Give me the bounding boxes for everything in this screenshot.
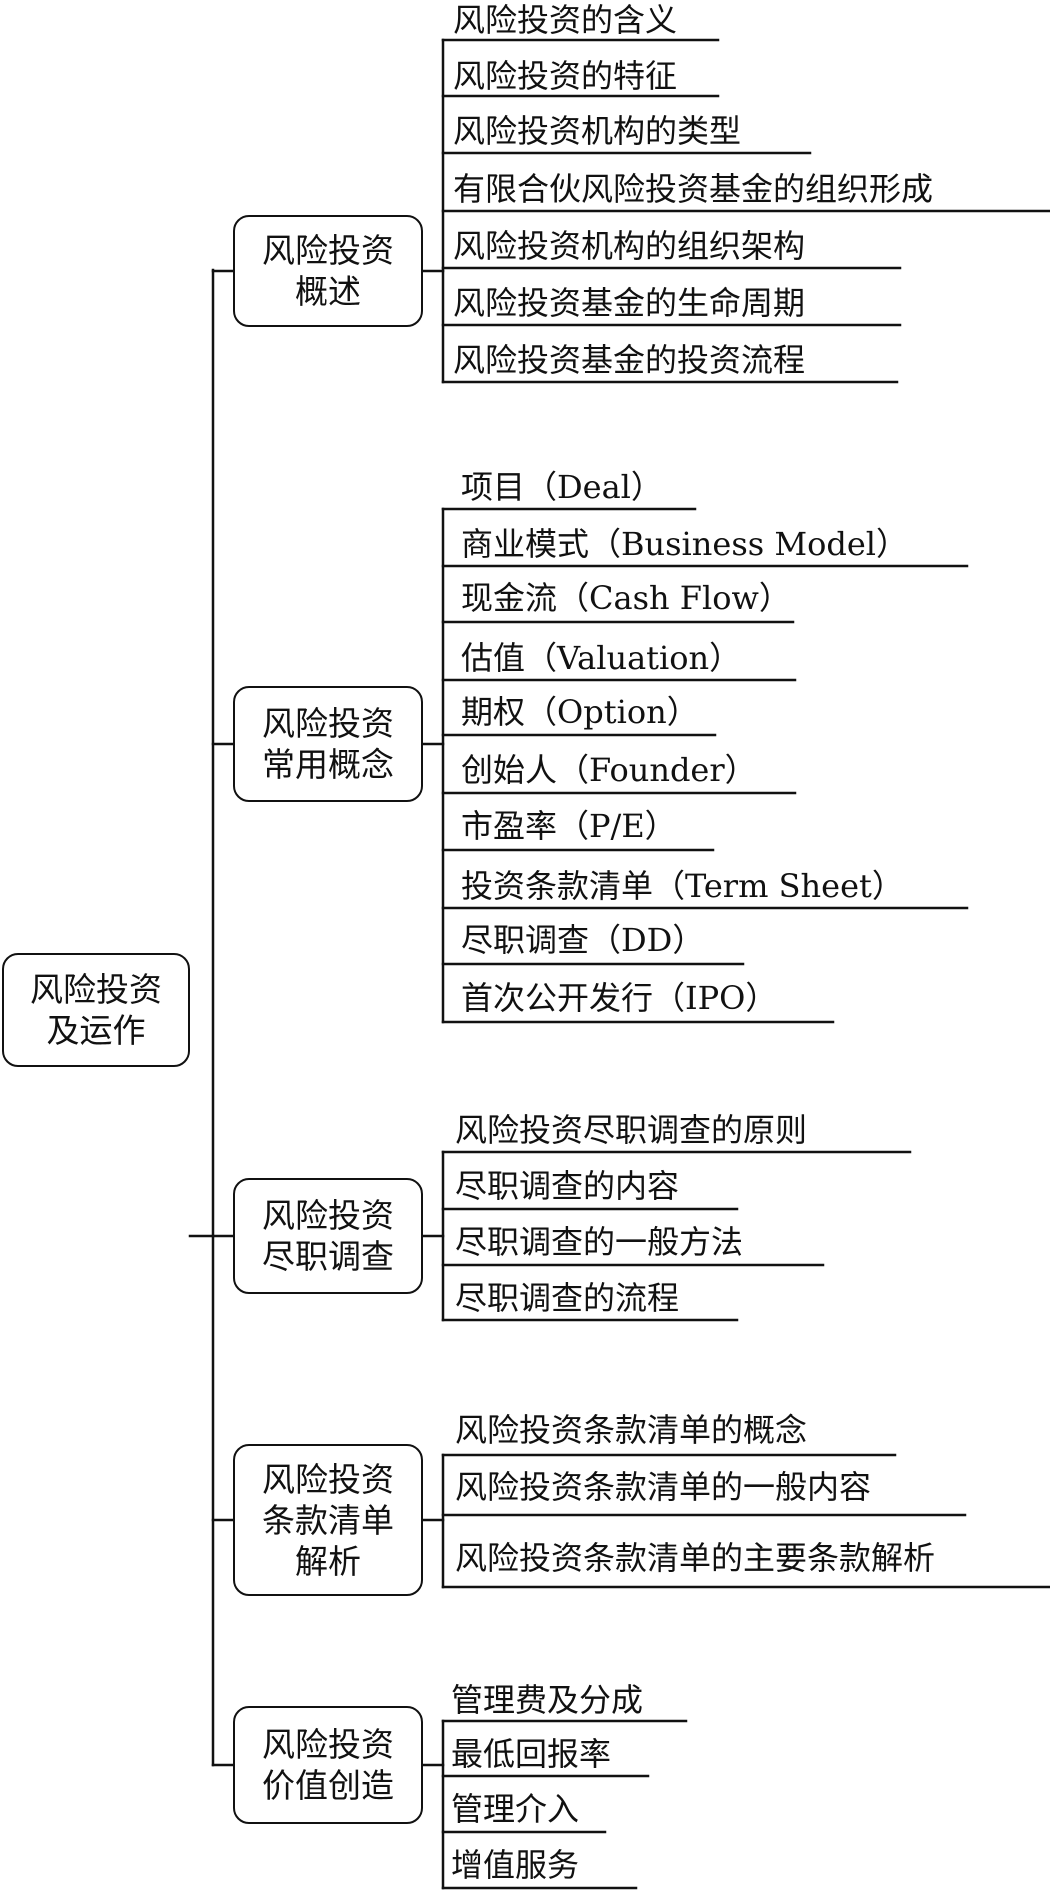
branch-label-line: 风险投资 [262,231,394,270]
branch-label-line: 尽职调查 [262,1237,394,1276]
leaf-item: 现金流（Cash Flow） [461,579,791,617]
branch-label-line: 条款清单 [262,1500,394,1540]
leaf-item: 尽职调查的内容 [455,1167,680,1205]
leaf-item: 项目（Deal） [461,468,663,506]
branch-due-diligence: 风险投资 尽职调查 [233,1178,423,1294]
branch-label-line: 价值创造 [262,1766,394,1805]
leaf-item: 风险投资的含义 [453,1,678,39]
leaf-item: 风险投资基金的投资流程 [453,341,806,379]
branch-label-line: 风险投资 [262,1725,394,1764]
leaf-item: 风险投资机构的组织架构 [453,227,806,265]
leaf-item: 商业模式（Business Model） [461,525,909,563]
branch-overview: 风险投资 概述 [233,215,423,327]
branch-label-line: 常用概念 [262,745,394,784]
leaf-item: 管理介入 [451,1790,580,1828]
leaf-item: 期权（Option） [461,693,699,731]
leaf-item: 风险投资的特征 [453,57,678,95]
branch-label-line: 风险投资 [262,704,394,743]
branch-common-concepts: 风险投资 常用概念 [233,686,423,802]
leaf-item: 风险投资条款清单的主要条款解析 [455,1539,936,1577]
leaf-item: 风险投资机构的类型 [453,112,742,150]
leaf-item: 有限合伙风险投资基金的组织形成 [453,170,934,208]
leaf-item: 风险投资条款清单的概念 [455,1411,808,1449]
leaf-item: 尽职调查（DD） [461,921,705,959]
branch-value-creation: 风险投资 价值创造 [233,1706,423,1824]
branch-label-line: 概述 [295,272,361,311]
root-node: 风险投资 及运作 [2,953,190,1067]
leaf-item: 首次公开发行（IPO） [461,979,778,1017]
leaf-item: 尽职调查的一般方法 [455,1223,744,1261]
leaf-item: 投资条款清单（Term Sheet） [461,867,904,905]
leaf-item: 市盈率（P/E） [461,807,677,845]
leaf-item: 风险投资基金的生命周期 [453,284,806,322]
leaf-item: 尽职调查的流程 [455,1279,680,1317]
leaf-item: 创始人（Founder） [461,751,757,789]
leaf-item: 增值服务 [451,1846,580,1884]
root-line-2: 及运作 [46,1011,146,1050]
branch-label-line: 风险投资 [262,1196,394,1235]
branch-label-line: 解析 [295,1541,361,1581]
leaf-item: 最低回报率 [451,1735,612,1773]
leaf-item: 风险投资尽职调查的原则 [455,1111,808,1149]
leaf-item: 管理费及分成 [451,1681,644,1719]
branch-label-line: 风险投资 [262,1459,394,1499]
branch-term-sheet: 风险投资 条款清单 解析 [233,1444,423,1596]
leaf-item: 估值（Valuation） [461,639,742,677]
leaf-item: 风险投资条款清单的一般内容 [455,1468,872,1506]
root-line-1: 风险投资 [30,970,162,1009]
